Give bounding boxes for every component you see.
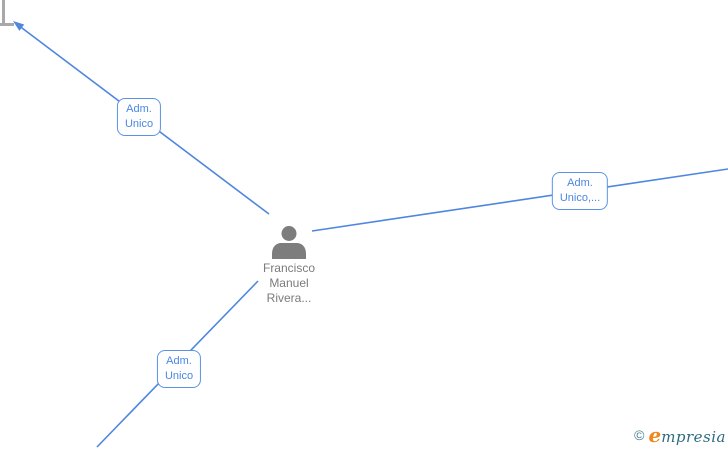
edge-label-adm-unico-bottom-left[interactable]: Adm. Unico <box>156 350 202 388</box>
edge-label-line2: Unico,... <box>559 192 601 204</box>
node-name-line1: Francisco <box>262 261 315 275</box>
edge-label-adm-unico-top-left[interactable]: Adm. Unico <box>116 98 162 136</box>
edge-line-right <box>311 168 728 232</box>
empresia-logo-text: mpresia <box>661 428 726 446</box>
node-label: Francisco Manuel Rivera... <box>234 261 344 306</box>
edge-label-line2: Unico <box>164 370 194 382</box>
edge-label-line1: Adm. <box>126 103 152 115</box>
empresia-logo-initial: e <box>648 423 662 447</box>
copyright-icon: © <box>634 427 645 443</box>
edge-label-line1: Adm. <box>166 355 192 367</box>
offscreen-node-fragment-base <box>0 23 14 26</box>
node-name-line3: Rivera... <box>266 291 312 305</box>
node-name-line2: Manuel <box>269 276 309 290</box>
edge-label-line2: Unico <box>124 118 154 130</box>
edge-arrowhead-icon <box>13 21 25 31</box>
edge-label-line1: Adm. <box>567 177 593 189</box>
edge-label-adm-unico-right[interactable]: Adm. Unico,... <box>551 172 609 210</box>
person-icon <box>272 226 306 259</box>
empresia-logo[interactable]: ©empresia <box>634 423 726 447</box>
offscreen-node-fragment-vertical <box>2 0 5 23</box>
node-francisco-manuel-rivera[interactable]: Francisco Manuel Rivera... <box>234 226 344 306</box>
